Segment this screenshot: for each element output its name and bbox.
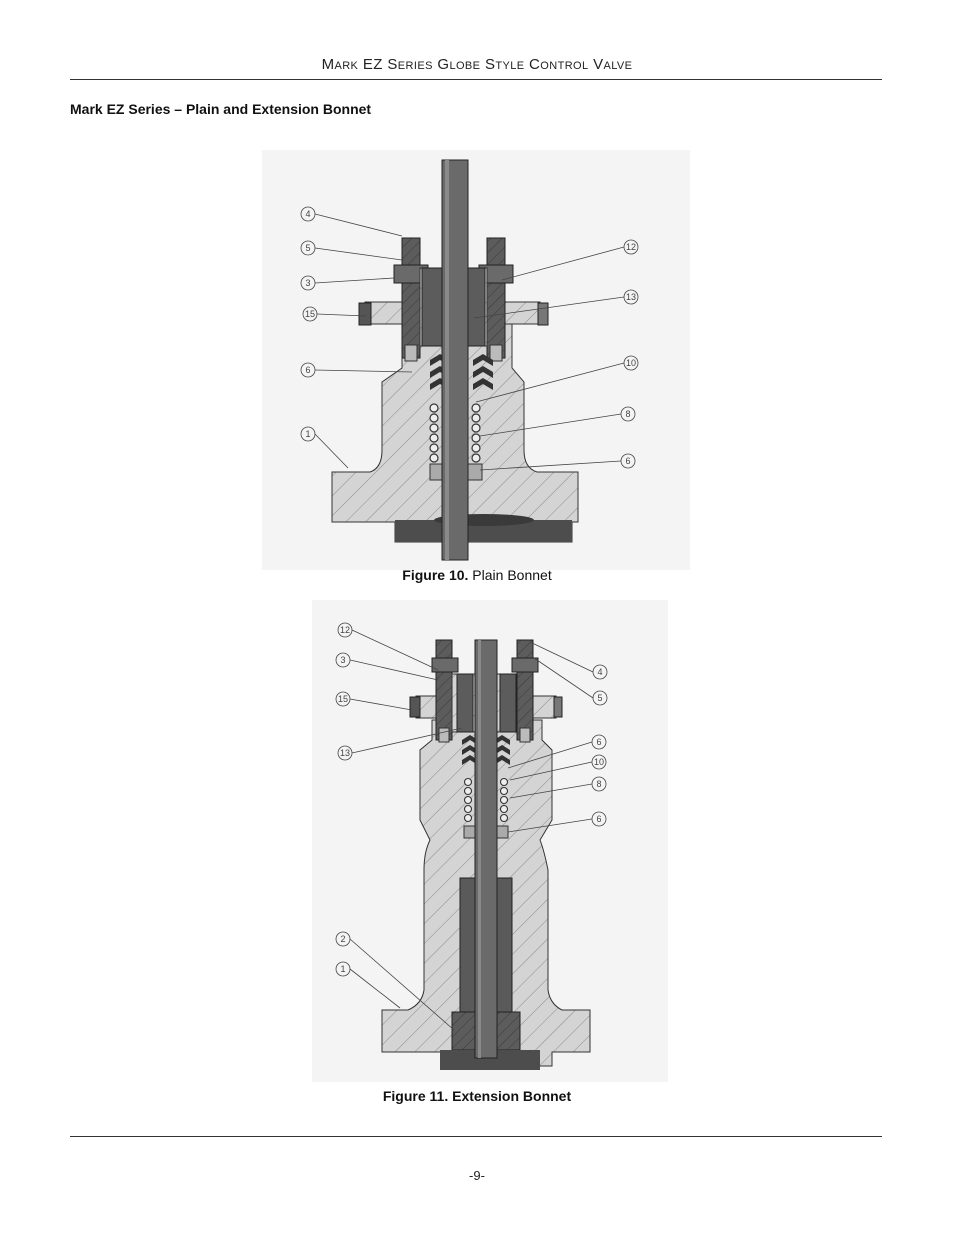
figure-11-caption-label: Figure 11. Extension Bonnet [382,1088,572,1104]
fig11-callout-12: 12 [340,625,350,635]
figure-11-extension-bonnet-drawing: 12 3 15 13 2 1 4 5 6 10 8 6 [312,600,668,1082]
fig11-callout-15: 15 [338,694,348,704]
fig11-callout-3: 3 [340,655,345,665]
fig11-callout-1: 1 [340,964,345,974]
fig10-callout-3: 3 [305,278,310,288]
header-rule [70,79,882,80]
fig10-callout-6-left: 6 [305,365,310,375]
figure-10-plain-bonnet-drawing: 4 5 3 15 6 1 12 13 10 8 6 [262,150,690,570]
fig10-callout-13: 13 [626,292,636,302]
page-header-title: Mark EZ Series Globe Style Control Valve [321,56,633,73]
fig10-callout-6-right: 6 [625,456,630,466]
fig11-callout-4: 4 [597,667,602,677]
fig10-callout-12: 12 [626,242,636,252]
footer-rule [70,1136,882,1137]
fig11-callout-5: 5 [597,693,602,703]
fig10-callout-10: 10 [626,358,636,368]
figure-10-caption: Figure 10. Plain Bonnet [0,567,954,583]
fig11-callout-6-bottom: 6 [596,814,601,824]
fig10-callout-1: 1 [305,429,310,439]
fig11-callout-10: 10 [594,757,604,767]
fig10-callout-8: 8 [625,409,630,419]
fig10-callout-15: 15 [305,309,315,319]
figure-11-caption: Figure 11. Extension Bonnet [0,1088,954,1104]
fig11-callout-8: 8 [596,779,601,789]
figure-10-caption-text: Plain Bonnet [468,567,552,583]
fig11-callout-2: 2 [340,934,345,944]
fig10-callout-4: 4 [305,209,310,219]
fig10-callout-5: 5 [305,243,310,253]
fig11-callout-13: 13 [340,748,350,758]
figure-10-caption-label: Figure 10. [402,567,469,583]
page-number: -9- [469,1168,485,1183]
section-heading: Mark EZ Series – Plain and Extension Bon… [70,101,372,117]
fig11-callout-6-top: 6 [596,737,601,747]
